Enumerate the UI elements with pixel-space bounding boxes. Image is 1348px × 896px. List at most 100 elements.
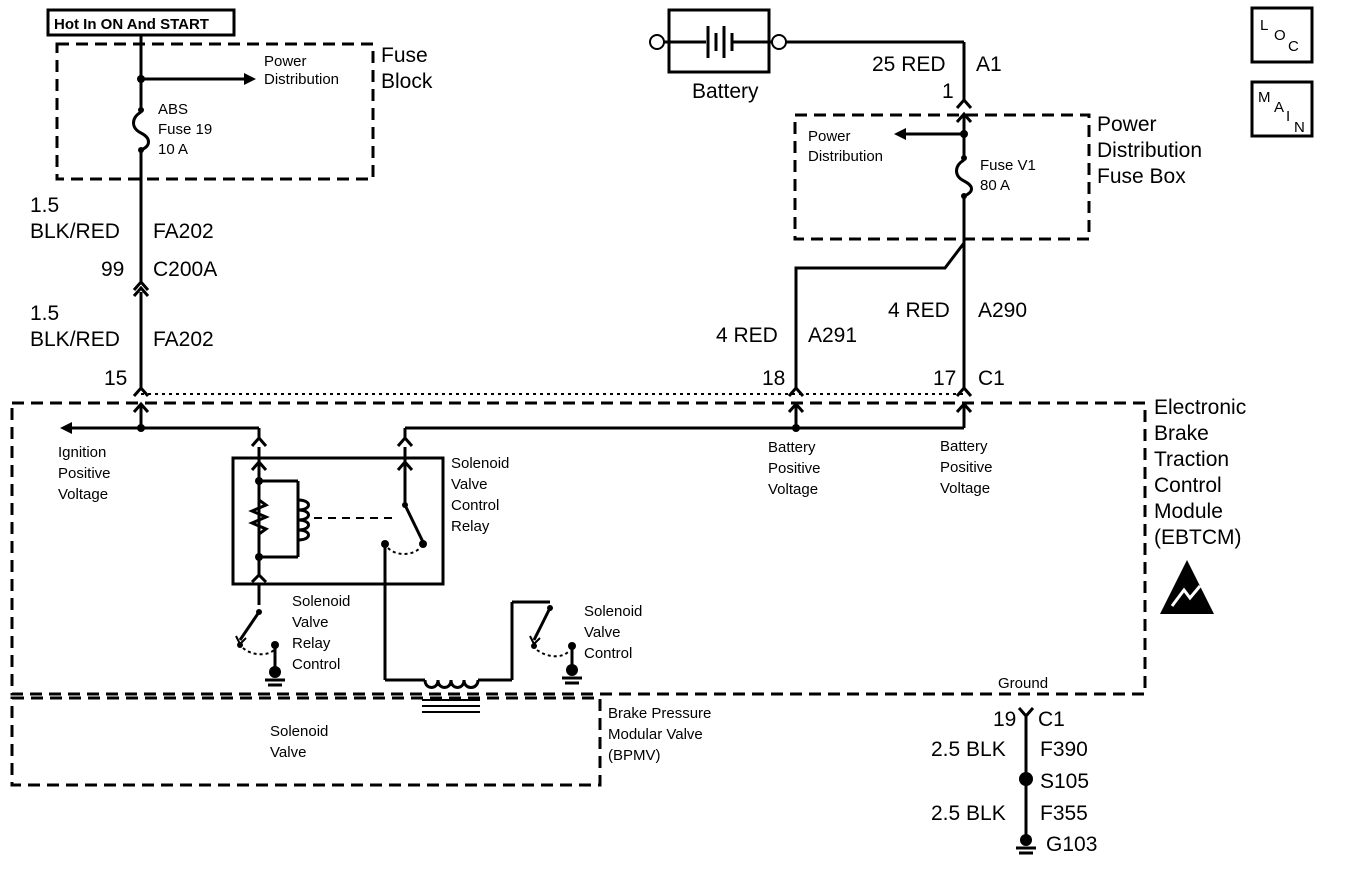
bpmv-title-3: (BPMV): [608, 747, 661, 764]
fuse-block: Fuse Block Power Distribution ABS Fuse 1…: [55, 35, 433, 181]
relay-label-4: Relay: [451, 518, 490, 535]
ground-pin: 19: [993, 708, 1016, 731]
ground-wire: 19 C1 2.5 BLK F390 S105 2.5 BLK F355 G10…: [931, 707, 1097, 856]
ebtcm-title-3: Traction: [1154, 448, 1229, 471]
esd-warning-icon: [1160, 560, 1214, 614]
c1-connector-label: C1: [978, 367, 1005, 390]
battery-wire-pin: 1: [942, 80, 954, 103]
bpmv-solenoid-2: Valve: [270, 744, 306, 761]
c200a-name: C200A: [153, 258, 217, 281]
wires-a290-a291: 4 RED A291 18 4 RED A290 17 C1: [716, 196, 1027, 397]
pdfb-power-distribution-1: Power: [808, 128, 851, 145]
fuse-v1-label-2: 80 A: [980, 177, 1010, 194]
ebtcm-title-5: Module: [1154, 500, 1223, 523]
g103-label: G103: [1046, 833, 1097, 856]
abs-fuse-label-2: Fuse 19: [158, 121, 212, 138]
relay-label-3: Control: [451, 497, 499, 514]
connector-pin17-icon: [955, 385, 973, 397]
fa202-lower-color: BLK/RED: [30, 328, 120, 351]
relay-switch-icon: [403, 504, 425, 543]
fuse-v1-icon: [955, 158, 973, 198]
ebtcm-title-4: Control: [1154, 474, 1222, 497]
pdfb-title-3: Fuse Box: [1097, 165, 1186, 188]
batt2-label-2: Positive: [940, 459, 993, 476]
ebtcm-module: Electronic Brake Traction Control Module…: [10, 396, 1246, 696]
connector-pin15-icon: [132, 385, 150, 397]
f390-size: 2.5 BLK: [931, 738, 1006, 761]
relay-ctrl-label-4: Control: [292, 656, 340, 673]
bpmv-title-2: Modular Valve: [608, 726, 703, 743]
pdfb-power-distribution-2: Distribution: [808, 148, 883, 165]
batt2-label-1: Battery: [940, 438, 988, 455]
a290-circuit: A290: [978, 299, 1027, 322]
connector-male-icon: [132, 285, 150, 297]
a290-size: 4 RED: [888, 299, 950, 322]
relay-ctrl-label-3: Relay: [292, 635, 331, 652]
fuse-icon: [132, 110, 150, 152]
f390-circuit: F390: [1040, 738, 1088, 761]
bpmv-title-1: Brake Pressure: [608, 705, 711, 722]
battery: Battery 25 RED A1 1: [649, 8, 1002, 109]
sol-ctrl-label-1: Solenoid: [584, 603, 642, 620]
c200a-pin: 99: [101, 258, 124, 281]
arrow-left-icon-ignition: [60, 422, 72, 434]
hot-label-text: Hot In ON And START: [54, 16, 209, 33]
fb-power-distribution-2: Distribution: [264, 71, 339, 88]
batt2-label-3: Voltage: [940, 480, 990, 497]
main-i: I: [1286, 108, 1290, 125]
relay-coil-icon: [297, 498, 310, 542]
s105-label: S105: [1040, 770, 1089, 793]
relay-ctrl-label-1: Solenoid: [292, 593, 350, 610]
wire-fa202: 1.5 BLK/RED FA202 99 C200A 1.5 BLK/RED F…: [30, 150, 217, 397]
abs-fuse-label-3: 10 A: [158, 141, 188, 158]
ground-label: Ground: [998, 675, 1048, 692]
splice-s105-icon: [1019, 772, 1033, 786]
main-button[interactable]: M A I N: [1250, 80, 1314, 138]
solenoid-control-switch: [385, 600, 582, 685]
fa202-upper-circuit: FA202: [153, 220, 214, 243]
bpmv-solenoid-1: Solenoid: [270, 723, 328, 740]
fa202-lower-gauge: 1.5: [30, 302, 59, 325]
pin-18-label: 18: [762, 367, 785, 390]
battery-wire-circuit: A1: [976, 53, 1002, 76]
battery-label: Battery: [692, 80, 759, 103]
connector-female-icon: [132, 279, 150, 291]
relay-label-1: Solenoid: [451, 455, 509, 472]
fuse-block-title-2: Block: [381, 70, 433, 93]
battery-wire-size: 25 RED: [872, 53, 946, 76]
solenoid-coil-icon: [423, 679, 480, 689]
main-n: N: [1294, 119, 1305, 136]
fuse-v1-label-1: Fuse V1: [980, 157, 1036, 174]
arrow-left-icon: [894, 128, 906, 140]
ground-connector: C1: [1038, 708, 1065, 731]
loc-button[interactable]: L O C: [1250, 6, 1314, 64]
pin-15-label: 15: [104, 367, 127, 390]
ignition-label-2: Positive: [58, 465, 111, 482]
main-m: M: [1258, 89, 1271, 106]
main-a: A: [1274, 99, 1284, 116]
loc-c: C: [1288, 38, 1299, 55]
batt1-label-3: Voltage: [768, 481, 818, 498]
ignition-label-3: Voltage: [58, 486, 108, 503]
loc-o: O: [1274, 27, 1286, 44]
connector-c1-ground-icon: [1017, 707, 1035, 719]
fa202-upper-gauge: 1.5: [30, 194, 59, 217]
sol-ctrl-label-2: Valve: [584, 624, 620, 641]
ignition-label-1: Ignition: [58, 444, 106, 461]
solenoid-valve-control-relay: [231, 447, 445, 680]
ebtcm-title-6: (EBTCM): [1154, 526, 1242, 549]
f355-size: 2.5 BLK: [931, 802, 1006, 825]
sol-ctrl-label-3: Control: [584, 645, 632, 662]
ebtcm-title-1: Electronic: [1154, 396, 1246, 419]
batt1-label-1: Battery: [768, 439, 816, 456]
connector-a1-icon: [955, 97, 973, 109]
pdfb-title-2: Distribution: [1097, 139, 1202, 162]
resistor-icon: [248, 498, 270, 536]
fuse-block-title-1: Fuse: [381, 44, 428, 67]
a291-size: 4 RED: [716, 324, 778, 347]
power-distribution-fuse-box: Power Distribution Fuse Box Power Distri…: [793, 111, 1202, 241]
relay-control-switch: [235, 584, 285, 687]
batt1-label-2: Positive: [768, 460, 821, 477]
ground-icon-2: [562, 664, 582, 685]
